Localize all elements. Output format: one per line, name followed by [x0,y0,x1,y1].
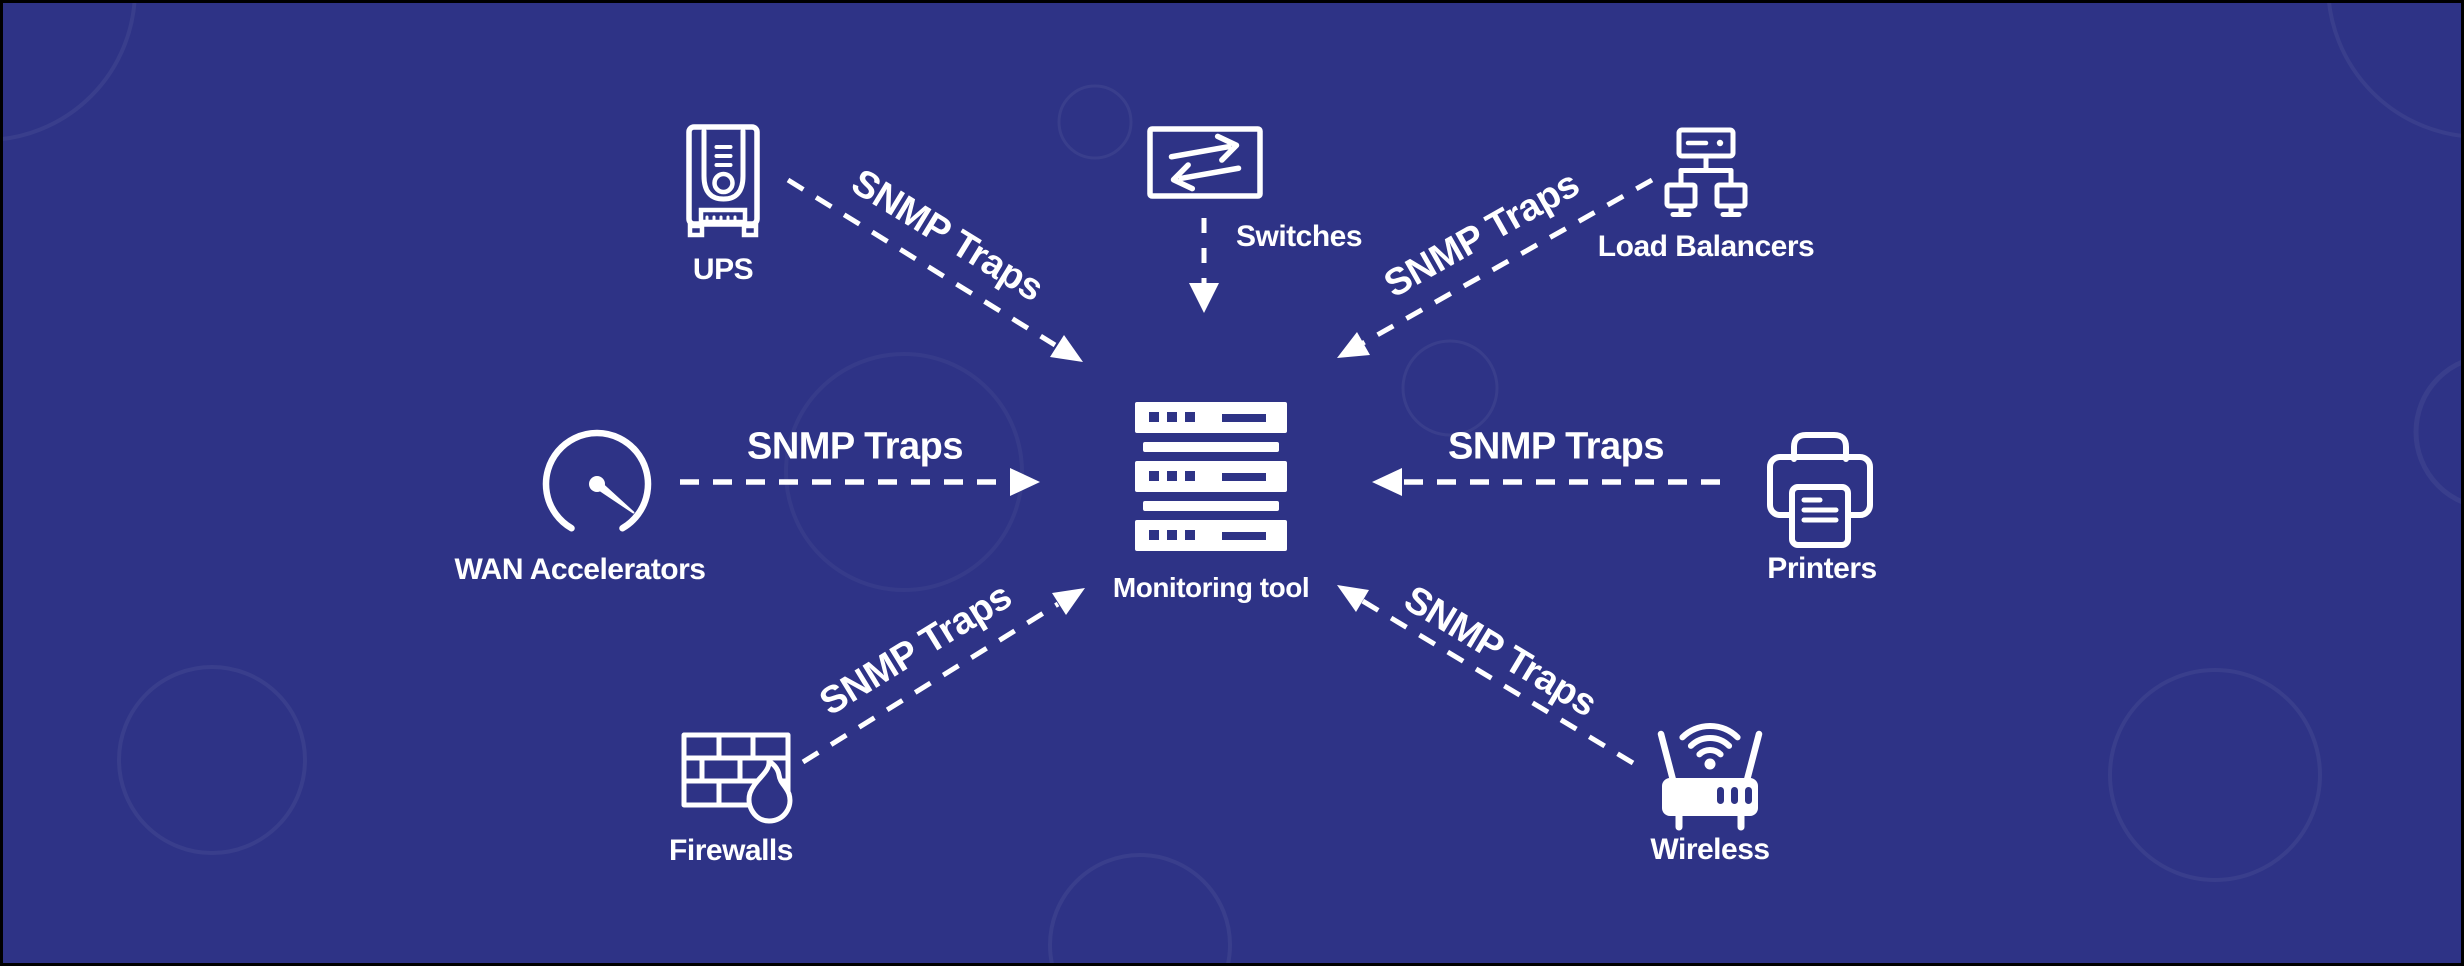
printer-icon [1767,432,1873,548]
flame-icon [746,758,793,824]
firewall-brick-flame-icon [681,732,793,824]
speedometer-icon [542,429,652,532]
arrow-load-balancers-to-monitor [1337,177,1654,358]
snmp-traps-label-printers: SNMP Traps [1447,425,1665,468]
arrow-switches-to-monitor [1189,218,1219,313]
load-balancers-label: Load Balancers [1597,230,1815,263]
switch-arrows-icon [1147,126,1263,199]
wan-accelerators-label: WAN Accelerators [454,553,706,586]
wireless-router-icon [1657,722,1763,831]
arrow-printers-to-monitor [1372,468,1734,496]
arrow-wan-to-monitor [680,468,1040,496]
switches-label: Switches [1236,220,1363,253]
server-stack-icon [1135,402,1287,551]
arrow-ups-to-monitor [786,177,1083,362]
firewalls-label: Firewalls [669,834,793,867]
arrow-wireless-to-monitor [1337,585,1635,766]
flow-arrows [680,177,1734,766]
printers-label: Printers [1767,552,1877,585]
ups-label: UPS [692,253,754,286]
ups-icon [686,124,760,238]
arrow-firewalls-to-monitor [801,588,1085,765]
snmp-traps-label-wan: SNMP Traps [746,425,964,468]
load-balancer-icon [1664,127,1748,217]
monitoring-tool-label: Monitoring tool [1112,572,1310,603]
wireless-label: Wireless [1650,833,1770,866]
